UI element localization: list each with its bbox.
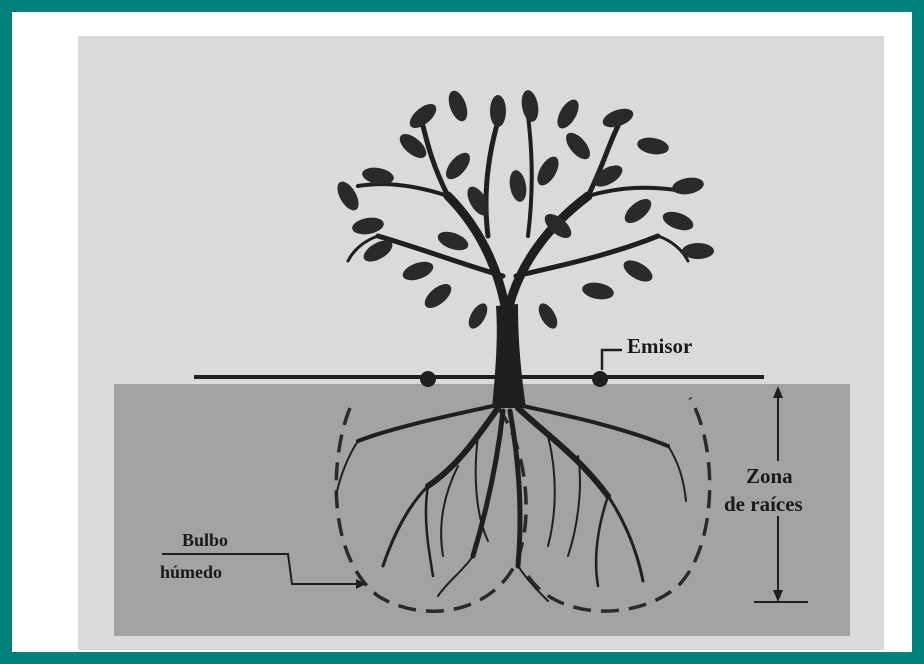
drip-irrigation-diagram: Emisor Zona de raíces Bulbo húmedo (78, 36, 884, 650)
wet-bulb-label-line2: húmedo (160, 562, 222, 583)
emitter-right (592, 371, 608, 387)
leaves (333, 88, 714, 331)
emitter-label: Emisor (627, 334, 692, 359)
emitter-left (420, 371, 436, 387)
tree-trunk (492, 304, 526, 408)
root-zone-label-line1: Zona (746, 464, 793, 489)
root-zone-label-line2: de raíces (724, 492, 803, 517)
wet-bulb-label-line1: Bulbo (182, 530, 228, 551)
diagram-canvas (78, 36, 884, 650)
emitter-leader (602, 350, 622, 370)
